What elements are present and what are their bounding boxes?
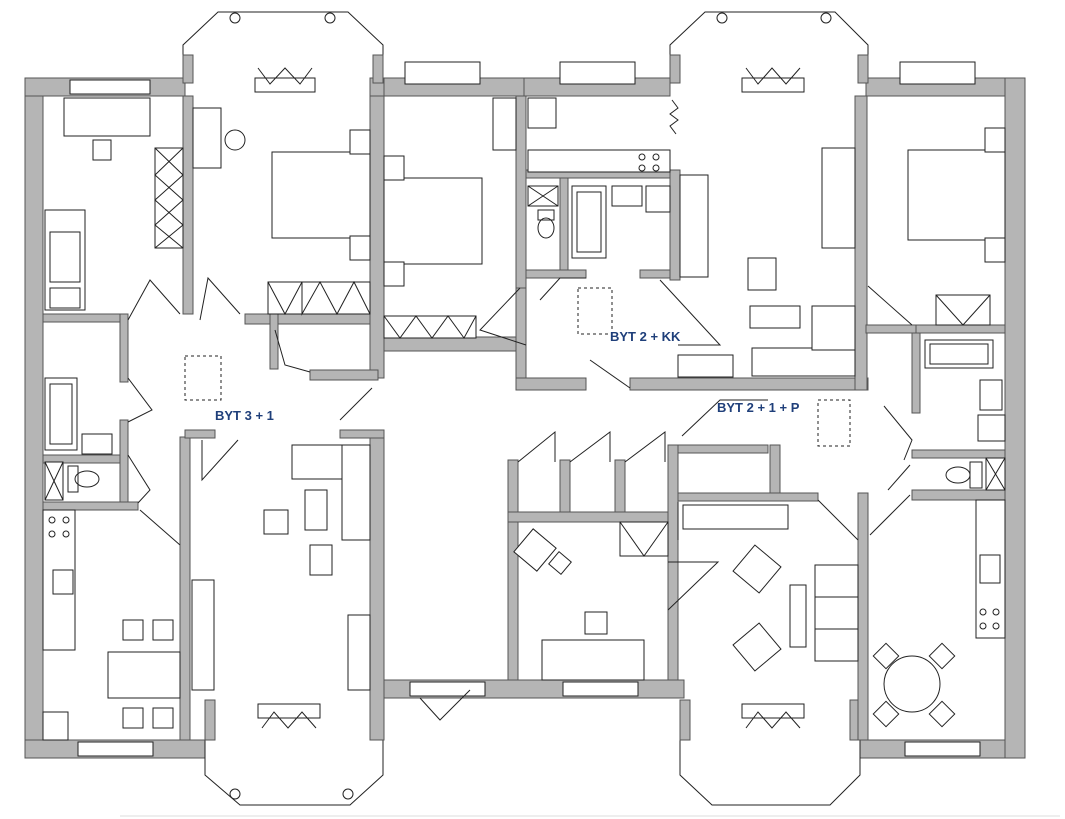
door-swings: [127, 276, 913, 611]
bay-window-top-left: [182, 11, 384, 93]
interior-walls: [42, 95, 1006, 741]
bay-window-bottom-right: [679, 699, 861, 806]
furniture: [42, 97, 1060, 817]
windows: [69, 61, 981, 757]
apartment-labels: BYT 3 + 1 BYT 2 + KK BYT 2 + 1 + P: [215, 329, 800, 423]
label-byt-3-1: BYT 3 + 1: [215, 408, 274, 423]
bay-window-bottom-left: [204, 699, 384, 806]
label-byt-2-kk: BYT 2 + KK: [610, 329, 681, 344]
label-byt-2-1-p: BYT 2 + 1 + P: [717, 400, 800, 415]
bay-window-top-right: [669, 11, 869, 93]
